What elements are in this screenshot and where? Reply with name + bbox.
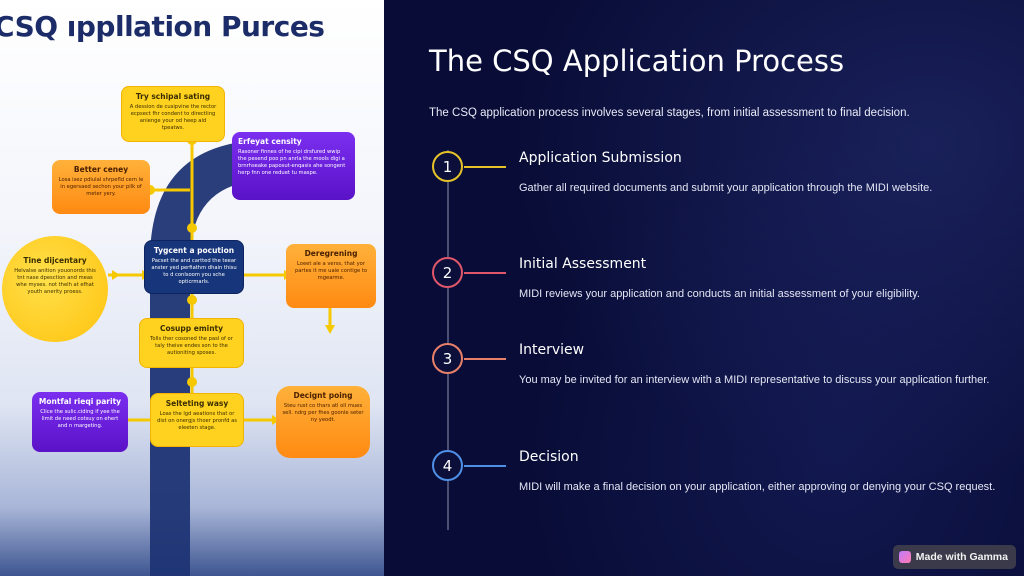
box-text: Clice the sulic.ciding if yee the limit … bbox=[40, 409, 120, 430]
step-connector bbox=[464, 465, 506, 467]
box-text: Steu rust co thars atl oll mues sell. nd… bbox=[282, 403, 364, 424]
box-heading: Erfeyat censity bbox=[238, 137, 302, 146]
made-with-gamma-badge[interactable]: Made with Gamma bbox=[892, 545, 1016, 569]
step-description: MIDI reviews your application and conduc… bbox=[519, 288, 920, 300]
box-heading: Tine dijcentary bbox=[23, 256, 87, 265]
step-description: MIDI will make a final decision on your … bbox=[519, 481, 996, 493]
process-illustration: CSQ ıppllation Purces bbox=[0, 0, 384, 576]
step-number-badge: 2 bbox=[432, 257, 463, 288]
step-description: You may be invited for an interview with… bbox=[519, 374, 990, 386]
illustration-box-orange-right: Deregrening Loeet ale a verss, that yor … bbox=[286, 244, 376, 308]
box-heading: Tygcent a pocution bbox=[153, 246, 235, 255]
box-heading: Try schipal sating bbox=[135, 92, 211, 101]
box-text: Losa isez pdiulal shrpefld cern le in eg… bbox=[58, 177, 144, 198]
step-title: Initial Assessment bbox=[519, 256, 647, 272]
box-text: Pacset the and cartted the teear anster … bbox=[151, 258, 237, 286]
illustration-box-circle-left: Tine dijcentary Helvalse anition youonor… bbox=[2, 236, 108, 342]
illustration-box-purple-right: Erfeyat censity Rasoner finnes of he cip… bbox=[232, 132, 355, 200]
gamma-logo-icon bbox=[898, 551, 911, 563]
step-number-badge: 4 bbox=[432, 450, 463, 481]
illustration-box-center-yellow: Cosupp eminty Tolls ther cosoned the pas… bbox=[139, 318, 244, 368]
step-connector bbox=[464, 358, 506, 360]
box-text: Loeet ale a verss, that yor partes it me… bbox=[294, 261, 368, 282]
box-text: Loas the lgd aeations that or dist on on… bbox=[157, 411, 237, 432]
step-title: Interview bbox=[519, 342, 585, 358]
step-title: Decision bbox=[519, 449, 579, 465]
illustration-box-purple-bottom: Montfal rieqi parity Clice the sulic.cid… bbox=[32, 392, 128, 452]
illustration-box-center-navy: Tygcent a pocution Pacset the and cartte… bbox=[144, 240, 244, 294]
box-text: Tolls ther cosoned the pasl of or taly t… bbox=[150, 336, 233, 357]
step-number-badge: 3 bbox=[432, 343, 463, 374]
illustration-box-orange-left: Better ceney Losa isez pdiulal shrpefld … bbox=[52, 160, 150, 214]
page-title: The CSQ Application Process bbox=[429, 44, 845, 78]
box-text: Rasoner finnes of he cipi drsfured wwip … bbox=[238, 149, 346, 177]
box-heading: Cosupp eminty bbox=[159, 324, 224, 333]
box-heading: Montfal rieqi parity bbox=[38, 397, 122, 406]
illustration-title: CSQ ıppllation Purces bbox=[0, 10, 325, 43]
box-heading: Selteting wasy bbox=[165, 399, 229, 408]
intro-text: The CSQ application process involves sev… bbox=[429, 107, 910, 119]
badge-label: Made with Gamma bbox=[915, 551, 1008, 563]
step-connector bbox=[464, 166, 506, 168]
content-panel: The CSQ Application Process The CSQ appl… bbox=[384, 0, 1024, 576]
timeline-line bbox=[447, 150, 449, 530]
step-description: Gather all required documents and submit… bbox=[519, 182, 933, 194]
step-number-badge: 1 bbox=[432, 151, 463, 182]
illustration-box-bottom-orange: Decignt poing Steu rust co thars atl oll… bbox=[276, 386, 370, 458]
box-text: Helvalse anition youonords this tnt nase… bbox=[14, 268, 96, 296]
illustration-box-bottom-yellow: Selteting wasy Loas the lgd aeations tha… bbox=[150, 393, 244, 447]
step-connector bbox=[464, 272, 506, 274]
illustration-box-top: Try schipal sating A dession de cusipvin… bbox=[121, 86, 225, 142]
box-heading: Decignt poing bbox=[293, 391, 353, 400]
box-heading: Better ceney bbox=[73, 165, 129, 174]
box-text: A dession de cusipvine the rector ecpsec… bbox=[129, 104, 217, 132]
step-title: Application Submission bbox=[519, 150, 682, 166]
box-heading: Deregrening bbox=[304, 249, 358, 258]
